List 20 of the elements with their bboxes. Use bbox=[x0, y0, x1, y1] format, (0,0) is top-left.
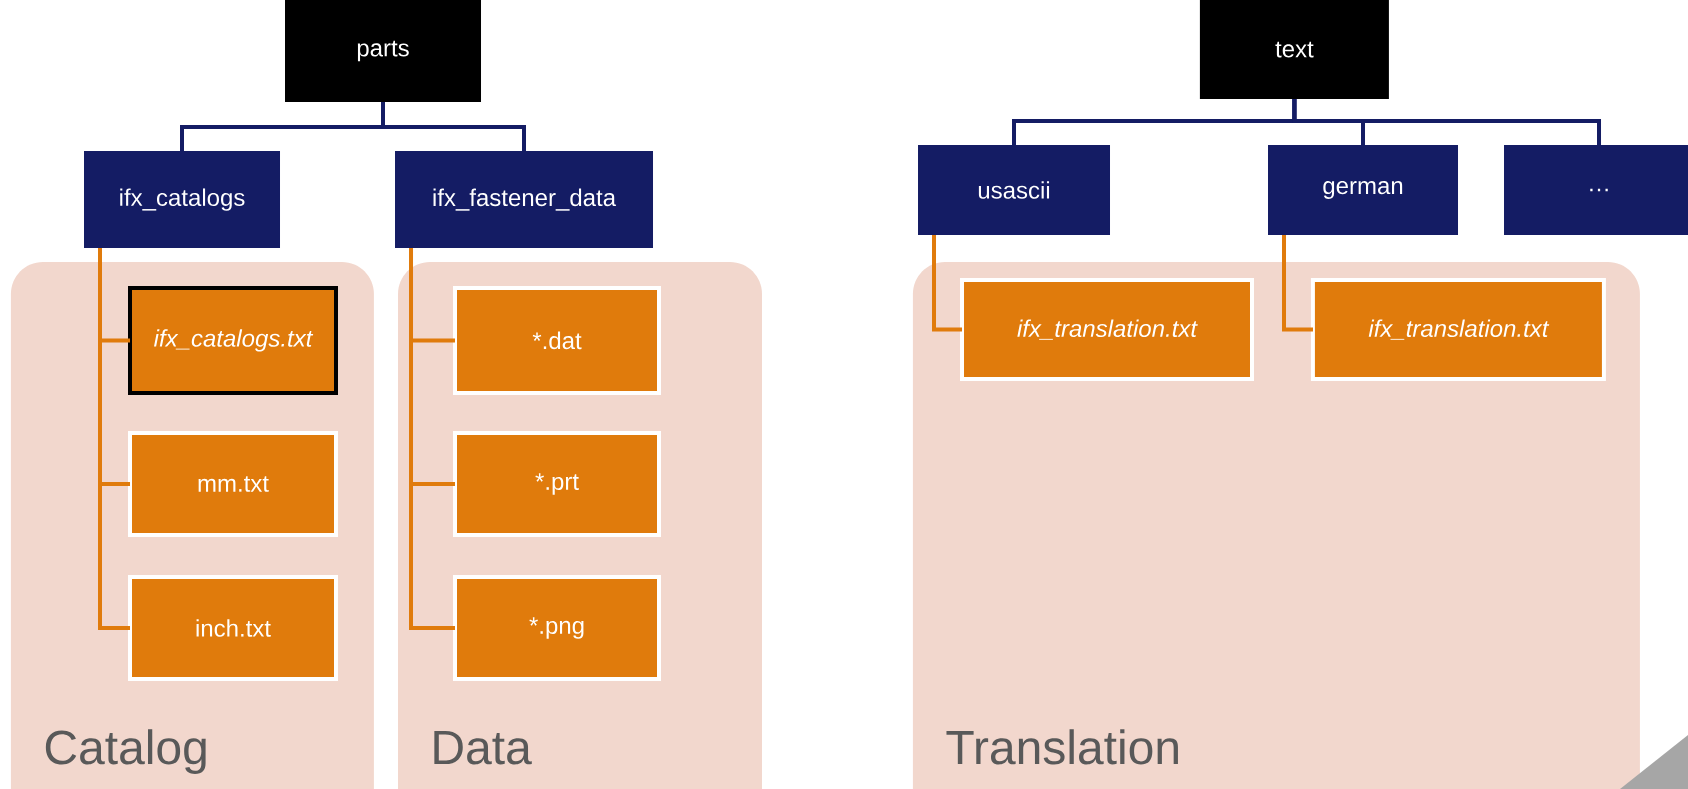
file-box: ifx_catalogs.txt bbox=[128, 285, 338, 395]
connector-line bbox=[1282, 235, 1313, 332]
file-box: inch.txt bbox=[128, 575, 338, 681]
connector-line bbox=[98, 248, 130, 630]
file-box: *.dat bbox=[453, 285, 661, 395]
folder-box: … bbox=[1504, 145, 1688, 235]
folder-box: ifx_catalogs bbox=[84, 151, 280, 249]
file-box: mm.txt bbox=[128, 431, 338, 537]
file-box: *.png bbox=[453, 575, 661, 681]
connector-line bbox=[409, 248, 455, 630]
file-box: ifx_translation.txt bbox=[960, 278, 1254, 382]
file-box: *.prt bbox=[453, 431, 661, 537]
connector-line bbox=[1292, 99, 1601, 145]
connector-line bbox=[381, 102, 526, 151]
folder-box: usascii bbox=[918, 145, 1110, 235]
folder-box: text bbox=[1199, 0, 1389, 100]
file-box: ifx_translation.txt bbox=[1310, 278, 1606, 382]
folder-box: ifx_fastener_data bbox=[395, 151, 653, 249]
folder-box: german bbox=[1268, 145, 1458, 235]
folder-box: parts bbox=[285, 0, 481, 102]
